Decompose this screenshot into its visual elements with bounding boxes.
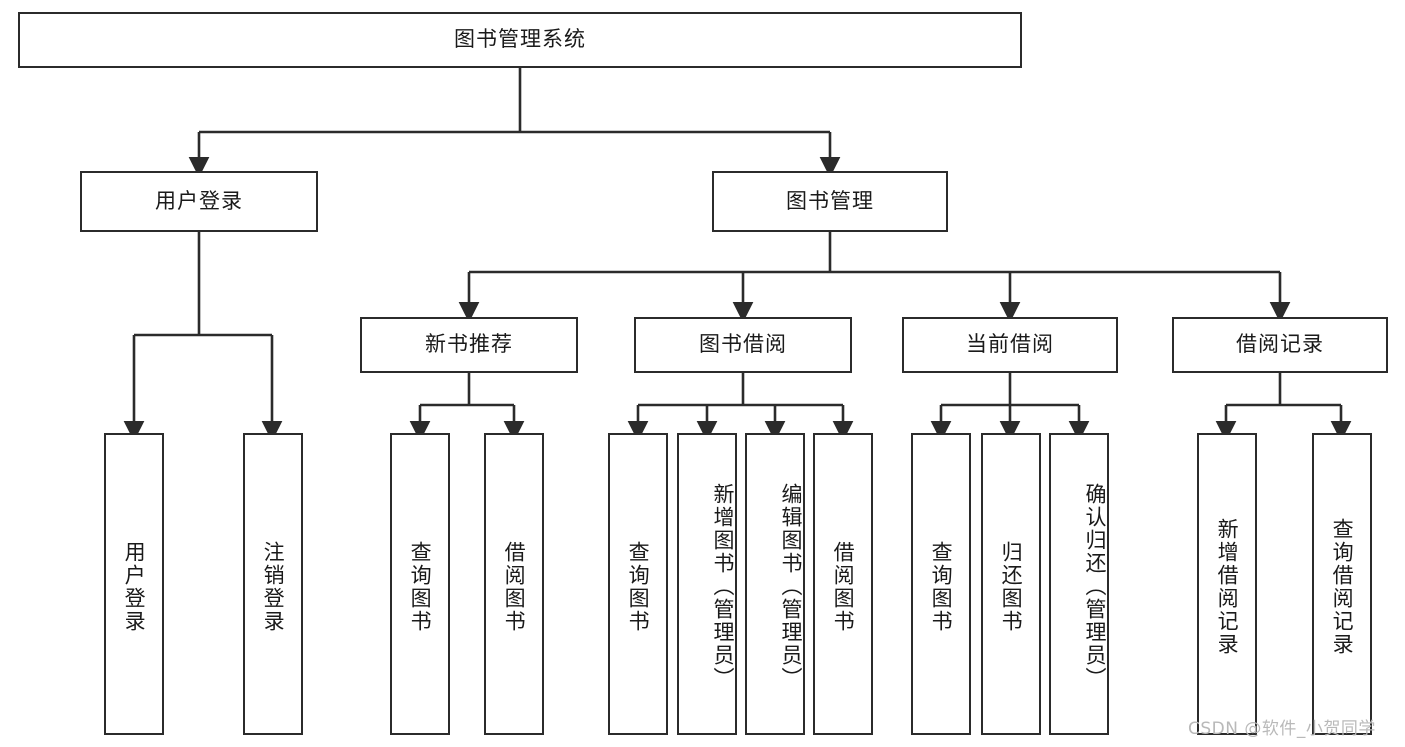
node-label: 新增图书（管理员） [711, 482, 735, 690]
node-book-borrow[interactable]: 图书借阅 [634, 317, 852, 373]
node-label: 用户登录 [122, 541, 147, 633]
node-label: 查询图书 [929, 541, 954, 633]
node-label: 归还图书 [999, 541, 1024, 633]
leaf-book-borrow-borrow-book[interactable]: 借阅图书 [813, 433, 873, 735]
leaf-user-login-signin[interactable]: 用户登录 [104, 433, 164, 735]
node-borrow-record[interactable]: 借阅记录 [1172, 317, 1388, 373]
node-label: 注销登录 [261, 541, 286, 633]
node-label: 借阅记录 [1236, 332, 1324, 357]
leaf-current-borrow-return-book[interactable]: 归还图书 [981, 433, 1041, 735]
leaf-user-login-signout[interactable]: 注销登录 [243, 433, 303, 735]
leaf-current-borrow-confirm-return-admin[interactable]: 确认归还（管理员） [1049, 433, 1109, 735]
leaf-new-book-borrow-book[interactable]: 借阅图书 [484, 433, 544, 735]
node-label: 查询图书 [626, 541, 651, 633]
leaf-borrow-record-add-record[interactable]: 新增借阅记录 [1197, 433, 1257, 735]
leaf-current-borrow-query-book[interactable]: 查询图书 [911, 433, 971, 735]
node-label: 查询图书 [408, 541, 433, 633]
watermark-text: CSDN @软件_小贺同学 [1188, 719, 1376, 739]
node-label: 查询借阅记录 [1330, 518, 1355, 656]
node-new-book-recommend[interactable]: 新书推荐 [360, 317, 578, 373]
node-label: 用户登录 [155, 188, 243, 213]
node-label: 图书管理 [786, 188, 874, 213]
node-root-book-management-system[interactable]: 图书管理系统 [18, 12, 1022, 68]
leaf-new-book-query-book[interactable]: 查询图书 [390, 433, 450, 735]
node-current-borrow[interactable]: 当前借阅 [902, 317, 1118, 373]
node-user-login[interactable]: 用户登录 [80, 171, 318, 232]
node-label: 新书推荐 [425, 332, 513, 357]
node-label: 图书借阅 [699, 332, 787, 357]
leaf-book-borrow-edit-book-admin[interactable]: 编辑图书（管理员） [745, 433, 805, 735]
node-label: 确认归还（管理员） [1083, 482, 1107, 690]
leaf-borrow-record-query-record[interactable]: 查询借阅记录 [1312, 433, 1372, 735]
node-book-management[interactable]: 图书管理 [712, 171, 948, 232]
node-label: 新增借阅记录 [1215, 518, 1240, 656]
node-label: 借阅图书 [502, 541, 527, 633]
node-label: 当前借阅 [966, 332, 1054, 357]
leaf-book-borrow-add-book-admin[interactable]: 新增图书（管理员） [677, 433, 737, 735]
node-label: 借阅图书 [831, 541, 856, 633]
node-label: 图书管理系统 [454, 27, 586, 52]
leaf-book-borrow-query-book[interactable]: 查询图书 [608, 433, 668, 735]
node-label: 编辑图书（管理员） [779, 482, 803, 690]
